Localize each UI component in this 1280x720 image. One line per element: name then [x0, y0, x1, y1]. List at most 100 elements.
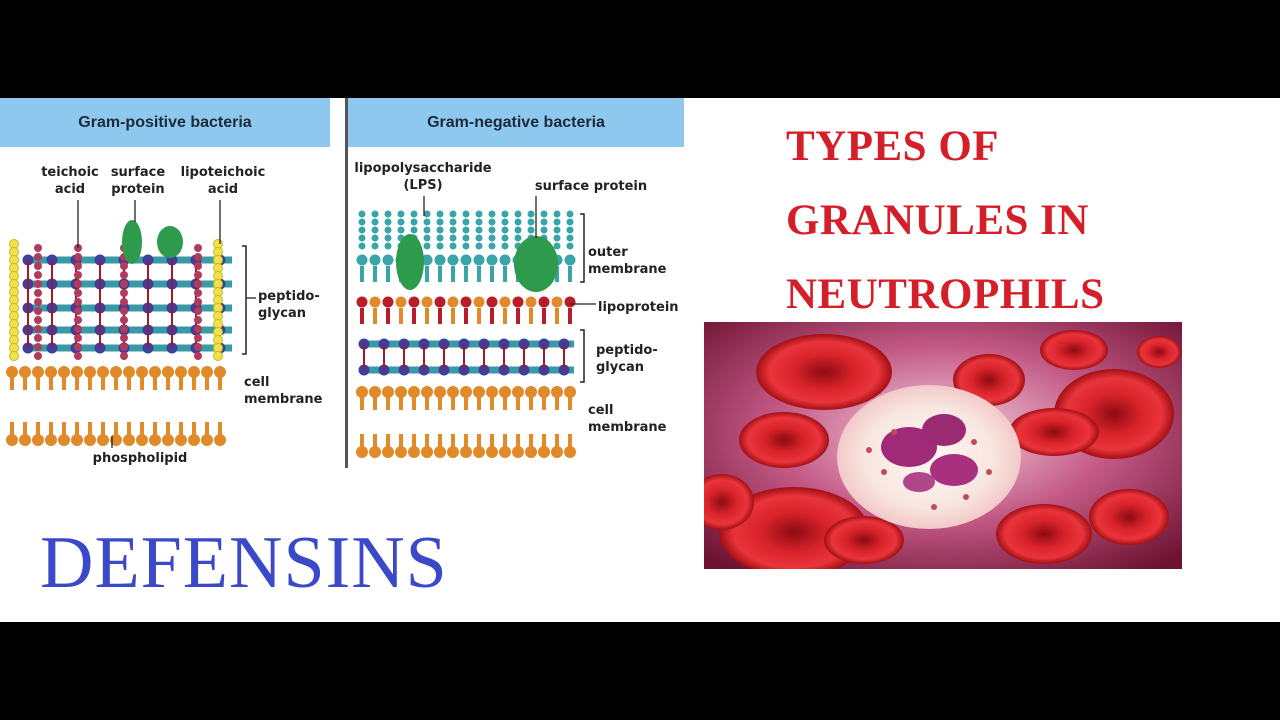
lps-unit — [527, 218, 535, 226]
teichoic-unit — [74, 343, 82, 351]
lipid-head — [58, 434, 70, 446]
cell-membrane-label: cell membrane — [588, 403, 667, 435]
lipid-head — [473, 254, 485, 266]
lps-unit — [423, 234, 431, 242]
lps-unit — [449, 210, 457, 218]
teichoic-unit — [194, 325, 202, 333]
lps-unit — [410, 210, 418, 218]
panel-divider — [345, 98, 348, 468]
lipoprotein-head — [473, 296, 485, 308]
gram-negative-header: Gram-negative bacteria — [348, 98, 684, 147]
lipid-head — [538, 386, 550, 398]
lipoprotein-head — [564, 296, 576, 308]
lps-unit — [514, 210, 522, 218]
lipid-head — [369, 386, 381, 398]
lipid-head — [71, 434, 83, 446]
slide-title: TYPES OF GRANULES IN NEUTROPHILS — [786, 110, 1105, 332]
neutrophil-blood-cells-image — [704, 322, 1182, 569]
lps-unit — [553, 242, 561, 250]
lps-unit — [436, 210, 444, 218]
lipid-head — [499, 386, 511, 398]
lipid-head — [71, 366, 83, 378]
lps-unit — [553, 234, 561, 242]
teichoic-unit — [120, 271, 128, 279]
lps-unit — [384, 210, 392, 218]
lipoteichoic-unit — [9, 351, 19, 361]
lps-unit — [449, 218, 457, 226]
peptidoglycan-label: peptido- glycan — [258, 289, 320, 321]
lipoprotein-head — [486, 296, 498, 308]
lipid-head — [32, 434, 44, 446]
teichoic-unit — [34, 334, 42, 342]
lipid-head — [486, 446, 498, 458]
lipid-head — [421, 254, 433, 266]
lipid-head — [19, 434, 31, 446]
cell-membrane-label: cell membrane — [244, 375, 323, 407]
lps-unit — [449, 242, 457, 250]
lipoprotein-head — [408, 296, 420, 308]
lipid-head — [175, 434, 187, 446]
lipid-head — [32, 366, 44, 378]
teichoic-unit — [120, 298, 128, 306]
lps-unit — [553, 218, 561, 226]
lipid-head — [434, 386, 446, 398]
phospholipid-label: phospholipid — [92, 451, 188, 466]
lps-unit — [475, 218, 483, 226]
lps-unit — [501, 210, 509, 218]
lps-unit — [462, 226, 470, 234]
lps-unit — [540, 210, 548, 218]
lipid-head — [369, 254, 381, 266]
lipid-head — [19, 366, 31, 378]
lipid-head — [408, 386, 420, 398]
lipid-head — [382, 446, 394, 458]
lps-unit — [410, 218, 418, 226]
lipid-head — [201, 434, 213, 446]
lps-unit — [501, 226, 509, 234]
lps-unit — [436, 218, 444, 226]
lps-unit — [358, 234, 366, 242]
lps-unit — [423, 218, 431, 226]
lipid-head — [395, 446, 407, 458]
lps-unit — [488, 226, 496, 234]
gram-positive-panel: Gram-positive bacteria teichoic acid sur… — [0, 98, 330, 468]
lps-unit — [358, 242, 366, 250]
gram-negative-panel: Gram-negative bacteria lipopolysaccharid… — [348, 98, 684, 468]
lipid-head — [369, 446, 381, 458]
teichoic-unit — [74, 298, 82, 306]
lipoprotein-head — [356, 296, 368, 308]
lps-unit — [384, 226, 392, 234]
teichoic-unit — [194, 271, 202, 279]
outer-membrane-label: outer membrane — [588, 245, 667, 277]
lps-unit — [462, 234, 470, 242]
lps-unit — [475, 226, 483, 234]
lipid-head — [434, 254, 446, 266]
lipid-head — [136, 434, 148, 446]
surface-protein-label: surface protein — [534, 179, 648, 194]
teichoic-unit — [74, 271, 82, 279]
lipid-head — [564, 446, 576, 458]
lps-unit — [371, 242, 379, 250]
lipid-head — [201, 366, 213, 378]
lipid-head — [434, 446, 446, 458]
teichoic-unit — [34, 289, 42, 297]
lps-unit — [566, 242, 574, 250]
lipoprotein-head — [421, 296, 433, 308]
teichoic-unit — [194, 307, 202, 315]
teichoic-unit — [194, 289, 202, 297]
lps-unit — [553, 226, 561, 234]
lipid-head — [421, 386, 433, 398]
teichoic-unit — [120, 280, 128, 288]
lps-unit — [371, 218, 379, 226]
lps-unit — [436, 242, 444, 250]
teichoic-unit — [194, 298, 202, 306]
lipid-head — [214, 366, 226, 378]
lipid-head — [499, 446, 511, 458]
lipoprotein-head — [499, 296, 511, 308]
lipid-head — [6, 366, 18, 378]
lipoprotein-head — [382, 296, 394, 308]
lps-unit — [371, 226, 379, 234]
lipid-head — [460, 386, 472, 398]
lipoprotein-head — [551, 296, 563, 308]
lps-unit — [384, 218, 392, 226]
defensins-caption: DEFENSINS — [40, 522, 448, 604]
